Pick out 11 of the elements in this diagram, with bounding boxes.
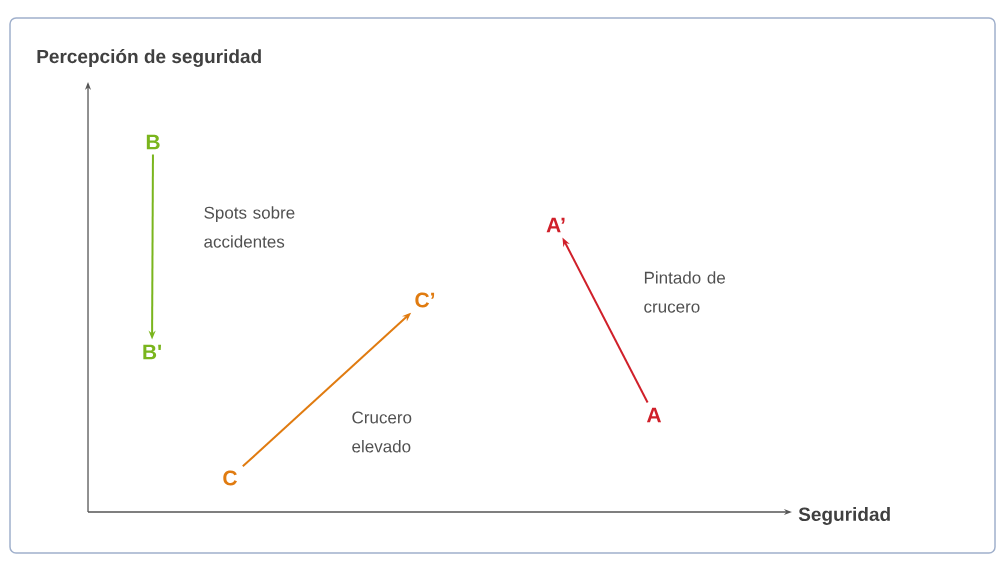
axis-label: Seguridad [798,507,890,525]
point-label: A’ [546,217,565,233]
edge-label: Spots sobre accidentes [204,206,295,248]
point-label: C [223,470,237,486]
axis-label: Percepción de seguridad [37,49,261,67]
point-label: A [646,407,662,423]
point-label: B [146,134,160,150]
point-label: B' [143,344,161,360]
point-label: C’ [415,292,435,308]
edge-label: Pintado de crucero [644,271,725,313]
edge-label: Crucero elevado [352,411,412,453]
